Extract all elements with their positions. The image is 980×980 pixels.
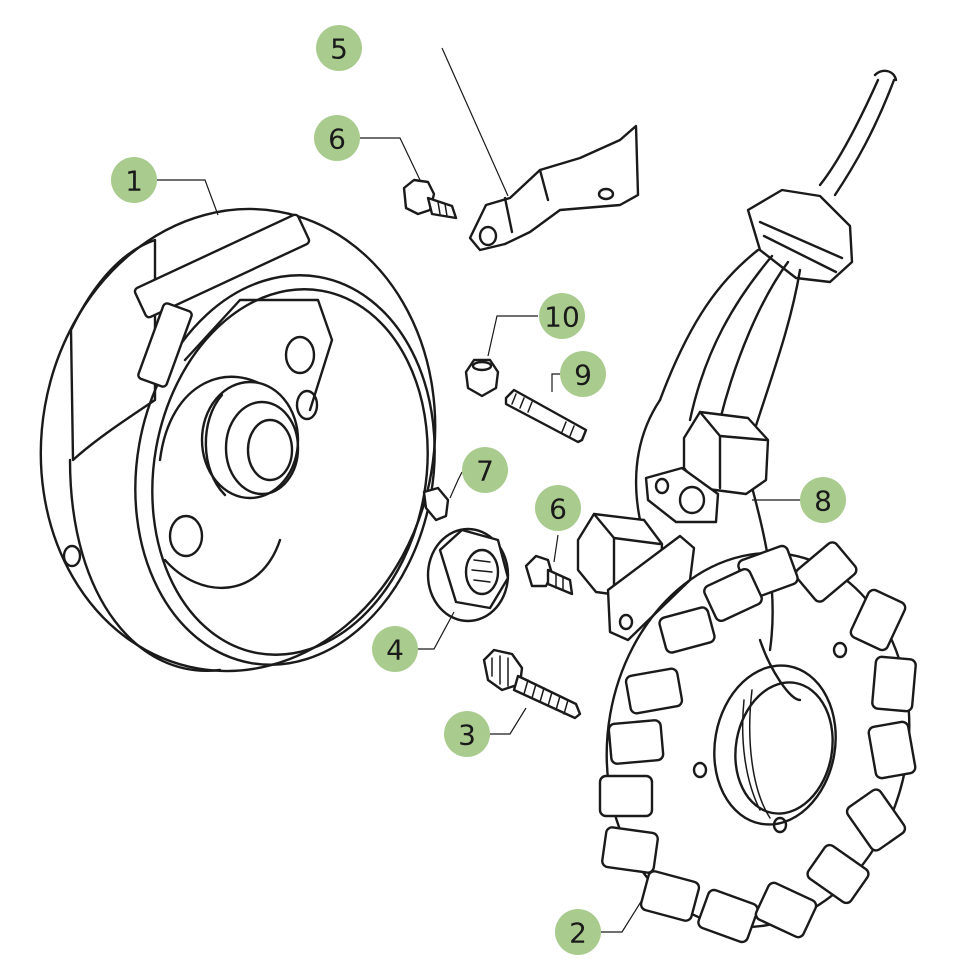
callout-7-label: 7	[476, 455, 494, 488]
callout-3-label: 3	[458, 719, 476, 752]
callout-10: 10	[539, 293, 585, 339]
callout-4: 4	[372, 626, 418, 672]
callout-9-label: 9	[574, 359, 592, 392]
small-bolt-upper	[402, 178, 458, 220]
callout-6-upper-label: 6	[328, 123, 346, 156]
flywheel-rotor	[39, 207, 437, 673]
callout-6-lower-label: 6	[549, 493, 567, 526]
callout-1-label: 1	[125, 165, 143, 198]
callout-7: 7	[462, 447, 508, 493]
cap-screw	[482, 648, 582, 720]
stator-poles	[598, 541, 917, 944]
callout-10-label: 10	[544, 301, 580, 334]
callout-8: 8	[800, 477, 846, 523]
flange-nut	[426, 527, 510, 623]
small-bolt-lower	[524, 554, 574, 596]
callout-6-upper: 6	[314, 115, 360, 161]
callout-8-label: 8	[814, 485, 832, 518]
cable-bracket	[468, 124, 640, 252]
callout-1: 1	[111, 157, 157, 203]
callout-5: 5	[316, 25, 362, 71]
callout-4-label: 4	[386, 634, 404, 667]
pickup-coil-harness	[576, 69, 898, 652]
leader-lines	[157, 47, 800, 933]
callout-2-label: 2	[569, 917, 587, 950]
callout-9: 9	[560, 351, 606, 397]
hex-nut	[464, 358, 500, 398]
woodruff-key	[422, 486, 450, 522]
callout-6-lower: 6	[535, 485, 581, 531]
callout-5-label: 5	[330, 33, 348, 66]
stator	[598, 541, 917, 944]
callout-2: 2	[555, 909, 601, 955]
callout-3: 3	[444, 711, 490, 757]
threaded-stud	[504, 388, 588, 444]
